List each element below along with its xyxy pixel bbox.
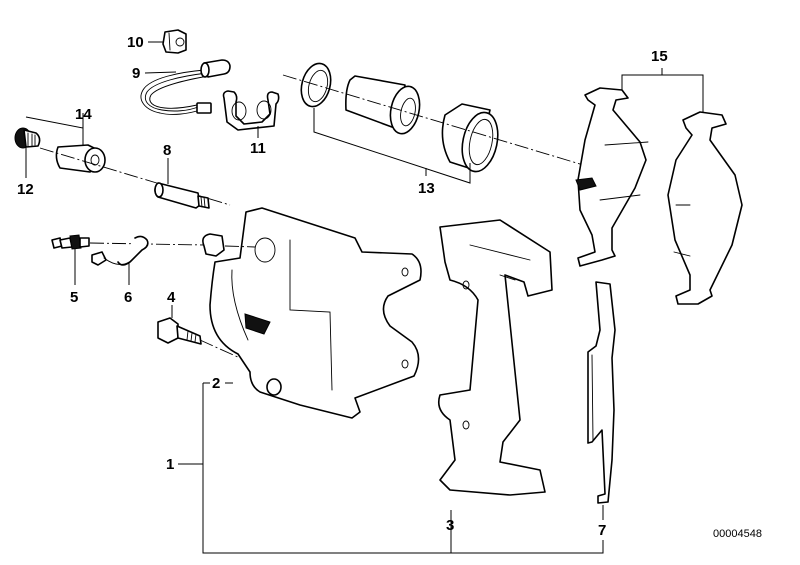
- label-part-9[interactable]: 9: [132, 65, 140, 82]
- part-15-pad-inner[interactable]: [575, 87, 649, 267]
- part-7-anti-rattle-spring[interactable]: [587, 281, 616, 504]
- part-2-caliper-housing[interactable]: [202, 207, 422, 419]
- leader-15: [621, 68, 704, 112]
- label-part-5[interactable]: 5: [70, 289, 78, 306]
- part-14-guide-sleeve[interactable]: [55, 144, 106, 173]
- label-part-13[interactable]: 13: [418, 180, 435, 197]
- label-part-2[interactable]: 2: [212, 375, 220, 392]
- label-part-1[interactable]: 1: [166, 456, 174, 473]
- leader-13: [313, 108, 471, 184]
- part-4-hex-bolt[interactable]: [157, 317, 202, 345]
- label-part-12[interactable]: 12: [17, 181, 34, 198]
- part-6-dust-cap[interactable]: [91, 235, 149, 266]
- part-11-cable-holder[interactable]: [222, 90, 280, 131]
- part-8-guide-bolt[interactable]: [154, 182, 210, 209]
- part-12-protective-cap[interactable]: [14, 127, 41, 149]
- axis-line-caliper: [224, 245, 256, 248]
- leader-1-bracket: [202, 383, 604, 554]
- label-part-8[interactable]: 8: [163, 142, 171, 159]
- diagram-id: 00004548: [713, 528, 762, 540]
- label-part-15[interactable]: 15: [651, 48, 668, 65]
- part-3-caliper-carrier[interactable]: [437, 219, 553, 496]
- label-part-4[interactable]: 4: [167, 289, 176, 306]
- part-13-piston-kit[interactable]: [297, 60, 503, 175]
- label-part-3[interactable]: 3: [446, 517, 454, 534]
- leader-14: [25, 113, 84, 145]
- leader-9: [144, 71, 177, 74]
- part-15-pad-outer[interactable]: [667, 111, 743, 305]
- part-9-brake-wear-sensor[interactable]: [140, 59, 231, 115]
- axis-line-piston: [282, 74, 601, 171]
- label-part-14[interactable]: 14: [75, 106, 92, 123]
- label-part-10[interactable]: 10: [127, 34, 144, 51]
- label-part-6[interactable]: 6: [124, 289, 132, 306]
- label-part-11[interactable]: 11: [250, 140, 266, 157]
- part-10-sensor-clip[interactable]: [162, 29, 187, 54]
- part-5-bleeder-valve[interactable]: [51, 234, 90, 250]
- axis-line-bolt: [199, 339, 241, 359]
- label-part-7[interactable]: 7: [598, 522, 606, 539]
